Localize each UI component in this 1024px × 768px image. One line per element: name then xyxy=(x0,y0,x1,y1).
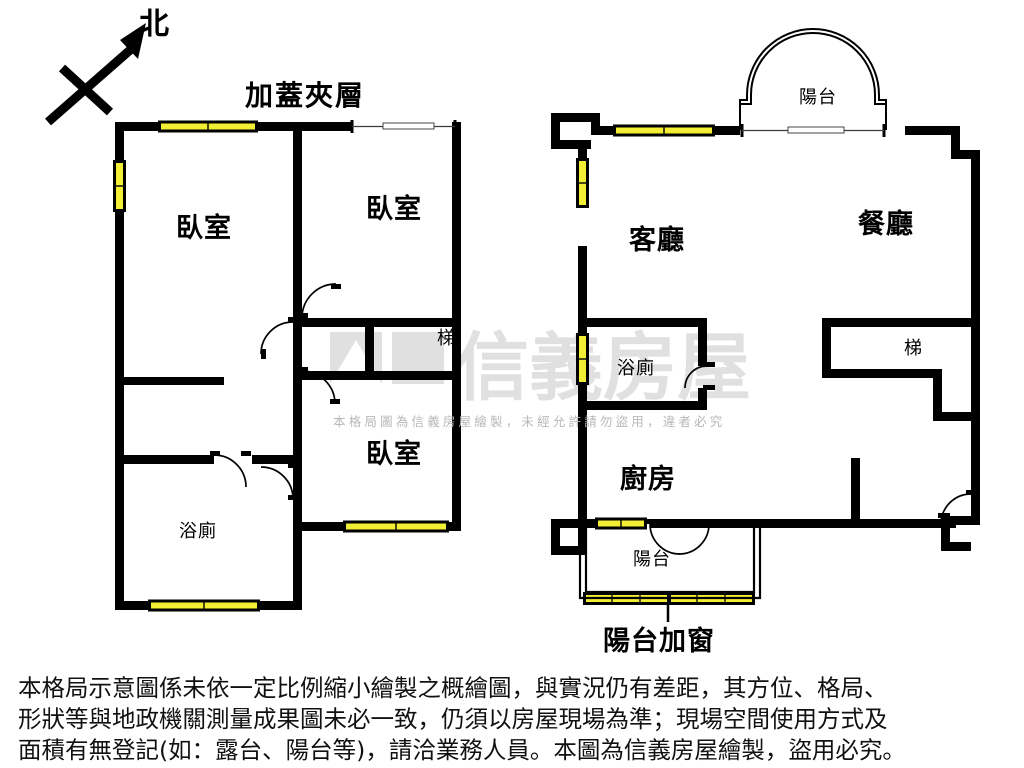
room-label-balcony-top: 陽台 xyxy=(799,87,837,108)
room-label-bathroom-left: 浴廁 xyxy=(179,521,217,542)
disclaimer-line-1: 本格局示意圖係未依一定比例縮小繪製之概繪圖，與實況仍有差距，其方位、格局、 xyxy=(18,674,888,702)
disclaimer: 本格局示意圖係未依一定比例縮小繪製之概繪圖，與實況仍有差距，其方位、格局、 形狀… xyxy=(18,673,1014,766)
balcony-top-outline xyxy=(739,28,887,130)
window-living-room-left-upper xyxy=(576,158,589,208)
window-bedroom3-bottom xyxy=(343,520,449,533)
window-bedroom1-left xyxy=(113,160,126,212)
balcony-window-callout-label: 陽台加窗 xyxy=(603,626,715,657)
room-label-bedroom-1: 臥室 xyxy=(176,213,232,244)
room-label-dining-room: 餐廳 xyxy=(858,209,914,240)
room-label-balcony-bottom: 陽台 xyxy=(633,549,671,570)
room-label-kitchen: 廚房 xyxy=(620,464,676,495)
door-swings-left-unit xyxy=(210,283,341,500)
disclaimer-line-2: 形狀等與地政機關測量成果圖未必一致，仍須以房屋現場為準；現場空間使用方式及 xyxy=(18,705,888,733)
compass-label: 北 xyxy=(139,7,169,42)
window-living-room-left-lower xyxy=(576,333,589,385)
window-kitchen-bottom xyxy=(595,517,647,530)
balcony-bottom-outline xyxy=(578,528,762,600)
door-swings-right-unit xyxy=(645,362,978,555)
room-label-bedroom-3: 臥室 xyxy=(366,439,422,470)
room-label-stairs-left: 梯 xyxy=(437,328,456,349)
window-living-room-top xyxy=(613,124,715,137)
room-label-bathroom-right: 浴廁 xyxy=(617,358,655,379)
right-unit-walls xyxy=(551,113,980,555)
watermark-logo: 信義房屋 xyxy=(330,325,751,411)
page-title: 加蓋夾層 xyxy=(245,79,366,112)
balcony-top-sliding-door xyxy=(740,124,886,137)
north-arrow-icon xyxy=(45,23,146,126)
left-unit-windows xyxy=(113,120,449,612)
disclaimer-line-3: 面積有無登記(如：露台、陽台等)，請洽業務人員。本圖為信義房屋繪製，盜用必究。 xyxy=(18,736,906,764)
room-label-living-room: 客廳 xyxy=(629,225,685,256)
window-bathroom-left-bottom xyxy=(148,599,260,612)
room-label-bedroom-2: 臥室 xyxy=(366,194,422,225)
window-bedroom1-top xyxy=(158,120,258,133)
watermark-note: 本格局圖為信義房屋繪製，未經允許請勿盜用，違者必究 xyxy=(333,414,726,429)
room-label-stairs-right: 梯 xyxy=(904,338,923,359)
sliding-door-left-unit-top xyxy=(350,120,457,133)
